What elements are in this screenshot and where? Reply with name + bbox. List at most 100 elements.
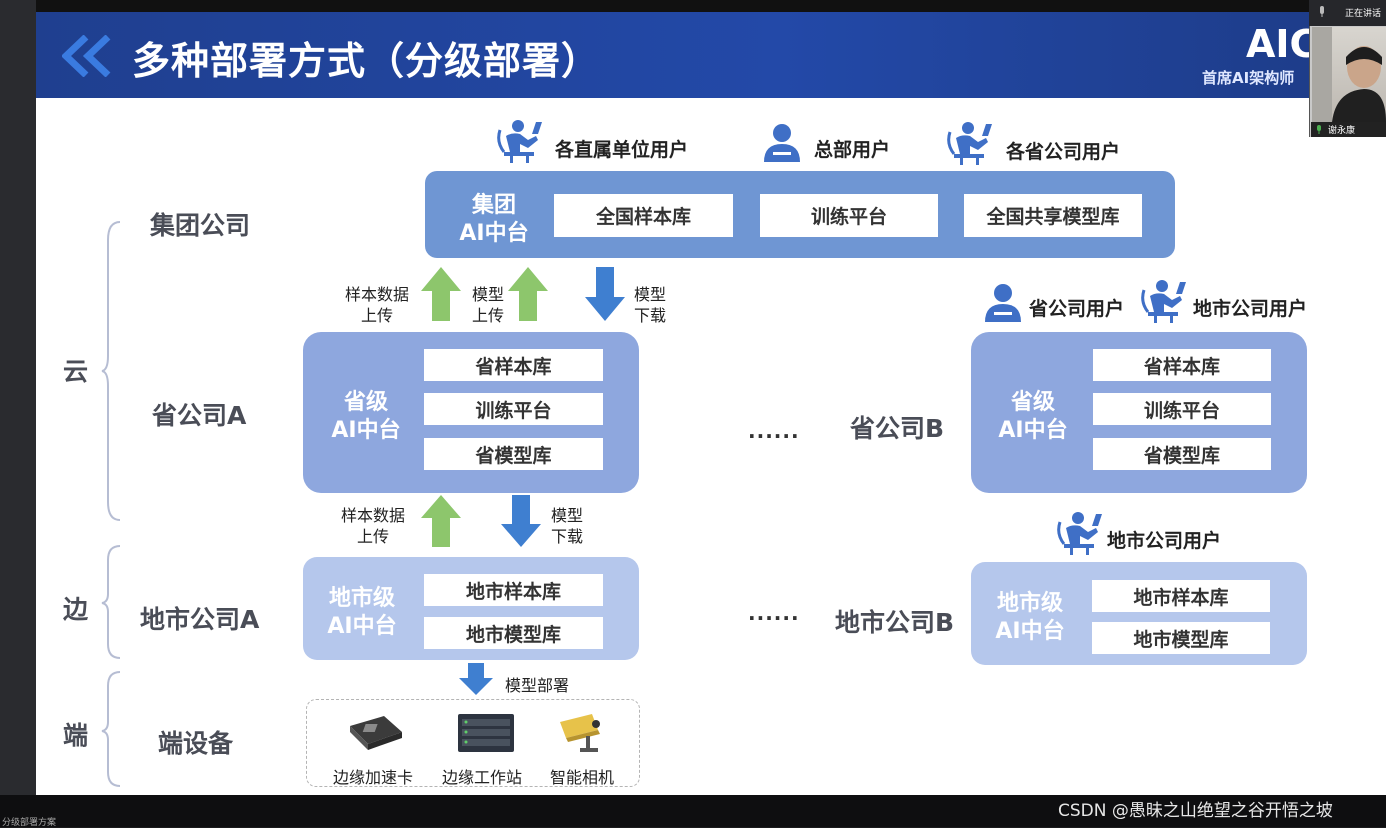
flow-label-sample-upload-line2: 上传: [361, 306, 394, 325]
device-label-smart-camera: 智能相机: [550, 768, 615, 787]
device-label-accelerator-card: 边缘加速卡: [333, 768, 414, 787]
microphone-icon[interactable]: [1318, 6, 1326, 18]
user-label-city: 地市公司用户: [1193, 298, 1308, 320]
flow-label-sample-upload: 样本数据 上传: [345, 284, 409, 326]
user-label-all-provinces: 各省公司用户: [1006, 141, 1121, 163]
device-label-edge-workstation: 边缘工作站: [442, 768, 523, 787]
desk-user-icon: [1057, 512, 1102, 555]
province-b-ai-platform-label: 省级 AI中台: [985, 389, 1081, 445]
ellipsis-province: ......: [748, 419, 800, 443]
user-label-headquarters: 总部用户: [814, 139, 891, 161]
module-province-training-platform: 训练平台: [424, 393, 603, 425]
tier-edge: 边: [63, 595, 89, 624]
flow-label-model-download-line2: 下载: [634, 306, 667, 325]
flow-label-model-download-city-line2: 下载: [551, 527, 584, 546]
province-a-label-line1: 省级: [343, 390, 388, 415]
province-b-label-line1: 省级: [1010, 390, 1055, 415]
speaker-silhouette-icon: [1312, 27, 1386, 122]
ellipsis-city: ......: [748, 601, 800, 625]
bottom-left-caption: 分级部署方案: [2, 818, 57, 828]
city-a-label-line2: AI中台: [327, 614, 397, 639]
speaker-video-feed: [1312, 27, 1386, 122]
edge-devices-group: [306, 699, 640, 787]
module-national-shared-model-library: 全国共享模型库: [964, 194, 1142, 237]
group-ai-platform-label-line1: 集团: [471, 193, 516, 218]
module-city-b-sample-library: 地市样本库: [1092, 580, 1270, 612]
logo: AIC: [1246, 22, 1318, 66]
mic-active-icon: [1317, 125, 1321, 134]
tier-device: 端: [63, 721, 89, 750]
module-province-sample-library: 省样本库: [424, 349, 603, 381]
flow-label-model-download: 模型 下载: [634, 284, 666, 326]
flow-label-model-upload-line1: 模型: [472, 285, 505, 304]
module-training-platform: 训练平台: [760, 194, 938, 237]
double-chevron-left-icon: [62, 35, 111, 77]
edge-tier-brace: [101, 545, 121, 659]
person-user-icon: [764, 124, 800, 162]
logo-subtitle: 首席AI架构师: [1202, 69, 1295, 87]
arrow-down-icon: [459, 663, 493, 695]
window-left-strip: [0, 0, 36, 827]
arrow-down-icon: [501, 495, 541, 547]
person-user-icon: [985, 284, 1021, 322]
flow-label-model-download-line1: 模型: [634, 285, 667, 304]
module-city-model-library: 地市模型库: [424, 617, 603, 649]
slide-title: 多种部署方式（分级部署）: [132, 39, 601, 83]
csdn-watermark: CSDN @愚昧之山绝望之谷开悟之坡: [1058, 801, 1333, 821]
desk-user-icon: [947, 122, 992, 165]
tier-cloud: 云: [63, 357, 89, 386]
arrow-up-icon: [421, 495, 461, 547]
device-tier-brace: [101, 671, 121, 787]
flow-label-sample-upload-city-line2: 上传: [357, 527, 390, 546]
city-a-ai-platform-label: 地市级 AI中台: [310, 585, 414, 641]
user-label-direct-units: 各直属单位用户: [555, 139, 689, 161]
user-label-city-b: 地市公司用户: [1107, 530, 1222, 552]
slide-title-bar: [36, 12, 1386, 98]
user-label-province: 省公司用户: [1029, 298, 1125, 320]
city-b-ai-platform-label: 地市级 AI中台: [978, 590, 1082, 646]
flow-label-sample-upload-city-line1: 样本数据: [341, 506, 406, 525]
module-province-b-model-library: 省模型库: [1093, 438, 1271, 470]
desk-user-icon: [1141, 280, 1186, 323]
province-b-label-line2: AI中台: [998, 418, 1068, 443]
flow-label-model-deploy: 模型部署: [505, 676, 570, 695]
window-top-strip: [36, 0, 1386, 12]
category-group-company: 集团公司: [150, 211, 251, 240]
window-bottom-strip: [0, 795, 1386, 827]
cloud-tier-brace: [101, 221, 121, 521]
module-province-b-training-platform: 训练平台: [1093, 393, 1271, 425]
arrow-down-icon: [585, 267, 625, 321]
module-national-sample-library: 全国样本库: [554, 194, 733, 237]
city-a-label-line1: 地市级: [328, 586, 395, 611]
module-province-b-sample-library: 省样本库: [1093, 349, 1271, 381]
module-city-b-model-library: 地市模型库: [1092, 622, 1270, 654]
category-city-a: 地市公司A: [140, 605, 260, 634]
group-ai-platform-label-line2: AI中台: [459, 221, 529, 246]
speaker-name: 谢永康: [1328, 126, 1356, 136]
flow-label-model-upload-line2: 上传: [472, 306, 505, 325]
arrow-up-icon: [421, 267, 461, 321]
category-province-b: 省公司B: [850, 414, 945, 443]
smart-camera-icon: [560, 714, 600, 752]
province-a-label-line2: AI中台: [331, 418, 401, 443]
flow-label-model-upload: 模型 上传: [472, 284, 504, 326]
flow-label-model-download-city-line1: 模型: [551, 506, 584, 525]
category-device: 端设备: [158, 729, 234, 758]
flow-label-sample-upload-line1: 样本数据: [345, 285, 410, 304]
module-province-model-library: 省模型库: [424, 438, 603, 470]
desk-user-icon: [497, 120, 542, 163]
city-b-label-line1: 地市级: [996, 591, 1063, 616]
accelerator-card-icon: [350, 716, 402, 750]
flow-label-sample-upload-city: 样本数据 上传: [341, 505, 405, 547]
category-city-b: 地市公司B: [835, 608, 955, 637]
group-ai-platform-label: 集团 AI中台: [440, 192, 548, 248]
flow-label-model-download-city: 模型 下载: [551, 505, 583, 547]
speaking-status-label: 正在讲话: [1345, 9, 1382, 19]
speaker-name-bar: [1311, 122, 1386, 137]
module-city-sample-library: 地市样本库: [424, 574, 603, 606]
city-b-label-line2: AI中台: [995, 619, 1065, 644]
workstation-icon: [458, 714, 514, 752]
province-a-ai-platform-label: 省级 AI中台: [318, 389, 414, 445]
category-province-a: 省公司A: [152, 401, 247, 430]
arrow-up-icon: [508, 267, 548, 321]
